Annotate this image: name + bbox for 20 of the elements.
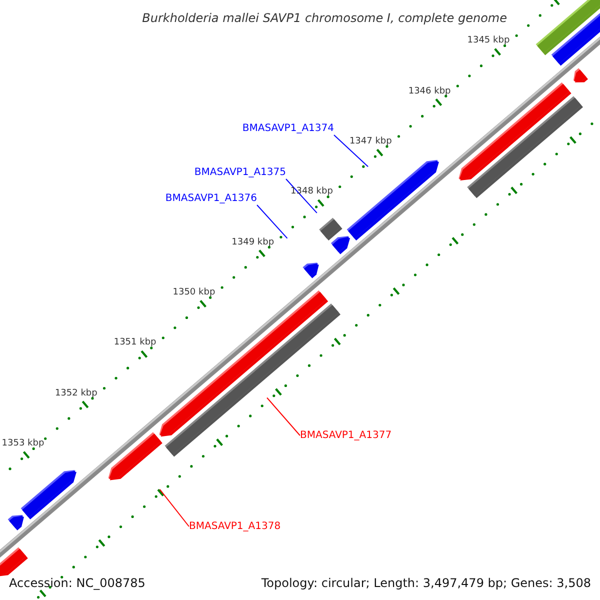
scale-label: 1346 kbp: [408, 86, 451, 98]
gene-label: BMASAVP1_A1376: [165, 192, 257, 205]
scale-label: 1353 kbp: [2, 438, 44, 450]
gene-label: BMASAVP1_A1377: [300, 429, 392, 442]
leader-line: [334, 134, 369, 168]
scale-label: 1345 kbp: [467, 36, 510, 47]
accession-text: Accession: NC_008785: [9, 575, 146, 592]
leader-line: [266, 397, 300, 436]
leader-line: [159, 488, 190, 527]
map-title: Burkholderia mallei SAVP1 chromosome I, complete genome: [142, 10, 507, 27]
gene-label: BMASAVP1_A1374: [242, 122, 334, 135]
genome-stats-text: Topology: circular; Length: 3,497,479 bp; Genes: 3,508: [261, 575, 591, 592]
leader-line: [256, 204, 288, 239]
scale-label: 1347 kbp: [349, 136, 392, 148]
scale-label: 1352 kbp: [54, 388, 98, 400]
scale-label: 1350 kbp: [172, 288, 216, 299]
scale-label: 1351 kbp: [114, 338, 156, 349]
gene-label: BMASAVP1_A1378: [189, 520, 281, 533]
scale-label: 1349 kbp: [232, 237, 274, 248]
gene-label: BMASAVP1_A1375: [194, 166, 286, 179]
